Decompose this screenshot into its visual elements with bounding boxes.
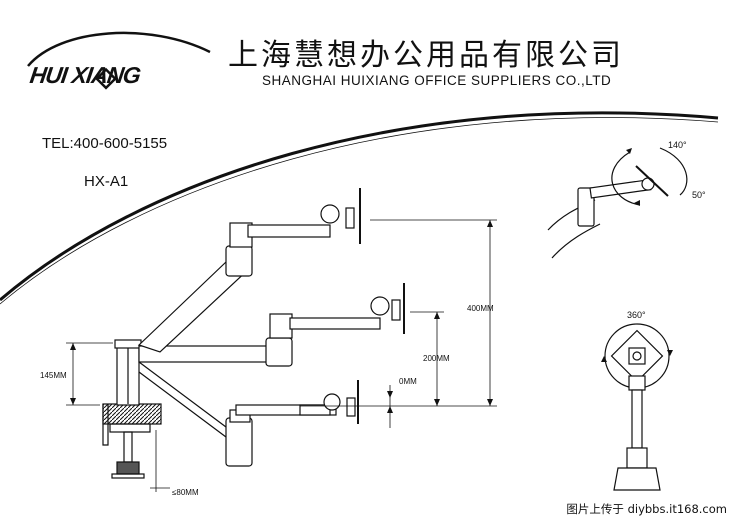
decorative-arc-thin xyxy=(0,117,719,305)
contact-tel: TEL:400-600-5155 xyxy=(42,135,168,152)
logo-text: HUI XIANG xyxy=(28,62,142,88)
model-number: HX-A1 xyxy=(84,173,129,190)
dim-400mm: 400MM xyxy=(467,304,494,313)
angle-140: 140° xyxy=(668,140,687,150)
dim-0mm: 0MM xyxy=(399,377,417,386)
company-name-cn: 上海慧想办公用品有限公司 xyxy=(228,38,624,73)
logo-swoosh xyxy=(27,31,211,67)
dimension-arrowheads xyxy=(70,220,493,413)
company-name-en: SHANGHAI HUIXIANG OFFICE SUPPLIERS CO.,L… xyxy=(262,73,612,88)
footer-watermark: 图片上传于 diybbs.it168.com xyxy=(566,502,727,516)
pole xyxy=(114,339,142,406)
angle-360: 360° xyxy=(627,310,646,320)
arm-middle-position xyxy=(138,283,405,367)
arm-lower-position xyxy=(138,361,359,467)
decorative-arc xyxy=(0,111,719,302)
angle-50: 50° xyxy=(692,190,706,200)
tilt-arrow-icon xyxy=(626,148,640,206)
rotation-detail xyxy=(604,323,670,491)
desk-clamp xyxy=(102,403,162,479)
logo-diamond-icon xyxy=(95,67,117,90)
dim-145mm: 145MM xyxy=(40,371,67,380)
arm-upper-position xyxy=(137,188,361,353)
tilt-detail xyxy=(547,147,688,259)
dim-200mm: 200MM xyxy=(423,354,450,363)
dim-80mm: ≤80MM xyxy=(172,488,199,497)
